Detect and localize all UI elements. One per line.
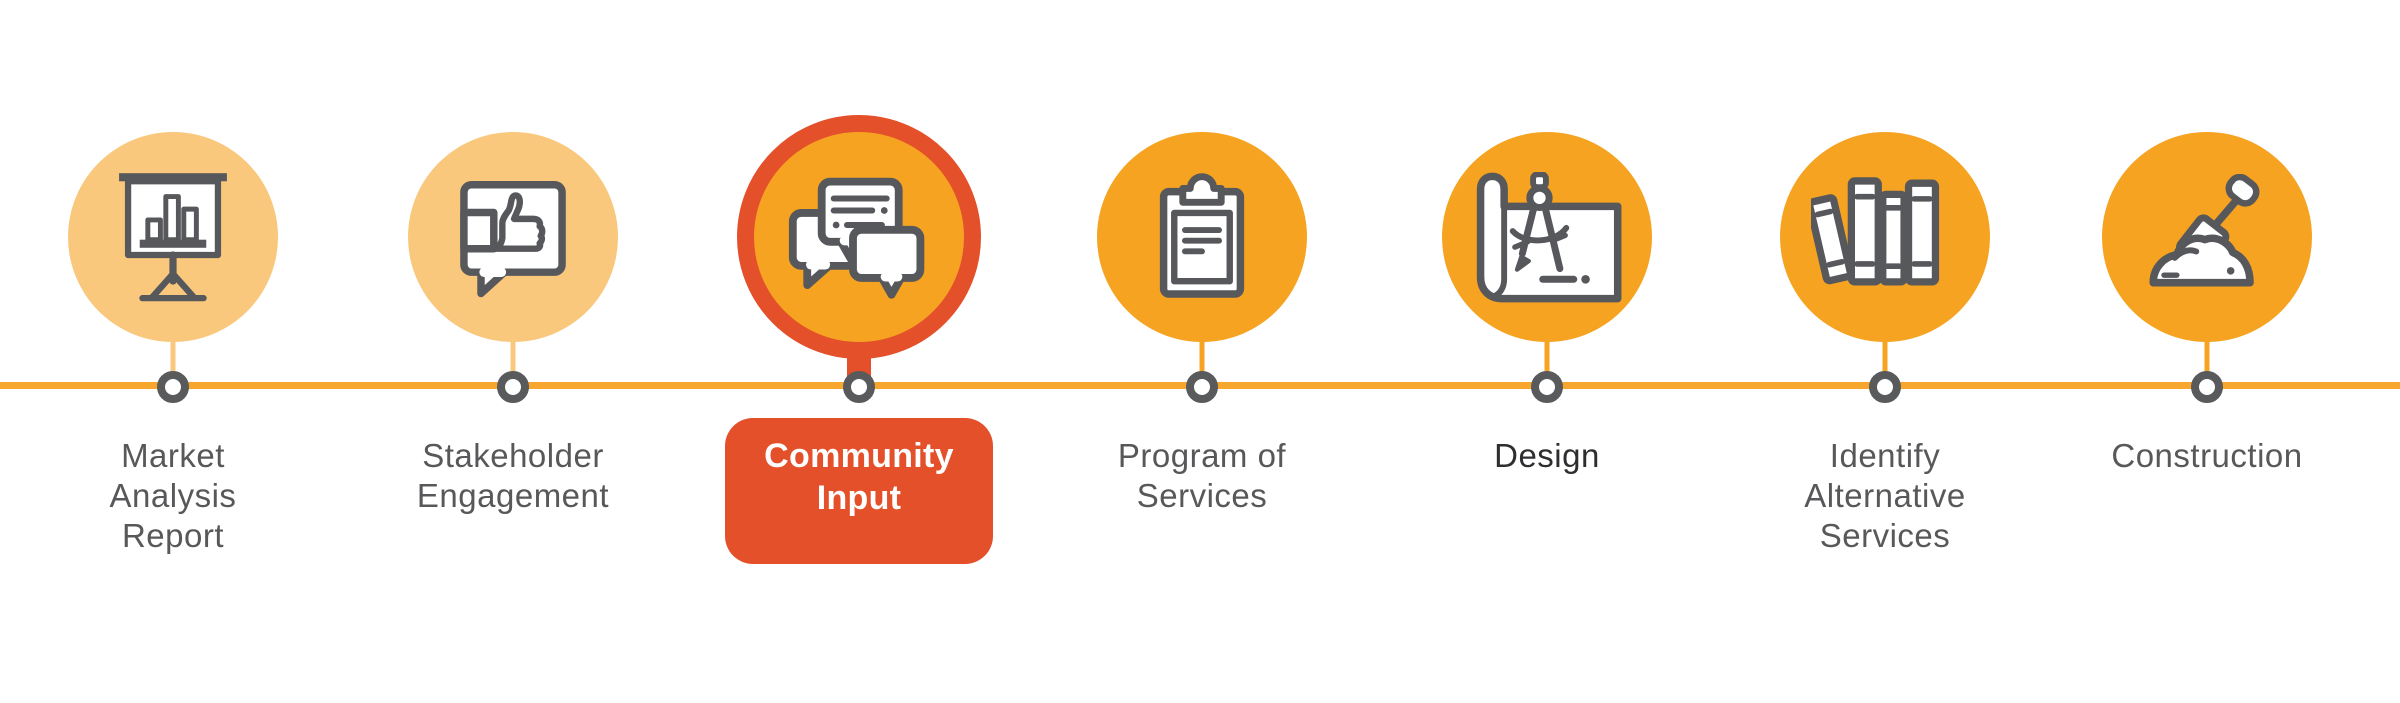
step-circle	[1097, 132, 1307, 342]
thumbs-up-speech-bubble-icon	[460, 181, 566, 298]
timeline-node	[843, 371, 875, 403]
timeline-node	[157, 371, 189, 403]
step-market-analysis-report: Market Analysis Report	[3, 0, 343, 703]
timeline-node	[497, 371, 529, 403]
step-label-badge: Community Input	[725, 418, 993, 564]
connector-stem	[170, 340, 176, 384]
timeline-node	[1869, 371, 1901, 403]
presentation-bar-chart-icon	[119, 173, 227, 302]
step-design: Design	[1377, 0, 1717, 703]
step-circle	[408, 132, 618, 342]
connector-stem	[2204, 340, 2210, 384]
books-icon	[1811, 177, 1940, 286]
step-construction: Construction	[2037, 0, 2377, 703]
drafting-compass-blueprint-icon	[1476, 171, 1622, 302]
step-community-input: Community Input	[689, 0, 1029, 703]
clipboard-document-icon	[1159, 172, 1245, 298]
step-program-of-services: Program of Services	[1032, 0, 1372, 703]
connector-stem	[1199, 340, 1205, 384]
step-label: Stakeholder Engagement	[416, 437, 610, 514]
step-circle	[1780, 132, 1990, 342]
chat-speech-bubbles-icon	[788, 177, 925, 299]
timeline-node	[2191, 371, 2223, 403]
step-circle	[1442, 132, 1652, 342]
timeline-node	[1186, 371, 1218, 403]
step-label: Market Analysis Report	[109, 437, 237, 554]
connector-stem	[1544, 340, 1550, 384]
step-label: Design	[1494, 437, 1600, 474]
step-label: Program of Services	[1117, 437, 1287, 514]
shovel-in-dirt-icon	[2149, 173, 2260, 286]
step-circle-highlighted	[737, 115, 981, 359]
step-label: Identify Alternative Services	[1804, 437, 1966, 554]
step-label: Construction	[2111, 437, 2303, 474]
step-circle	[2102, 132, 2312, 342]
timeline-node	[1531, 371, 1563, 403]
step-identify-alternative-services: Identify Alternative Services	[1715, 0, 2055, 703]
step-circle	[68, 132, 278, 342]
step-stakeholder-engagement: Stakeholder Engagement	[343, 0, 683, 703]
connector-stem	[1882, 340, 1888, 384]
connector-stem	[510, 340, 516, 384]
